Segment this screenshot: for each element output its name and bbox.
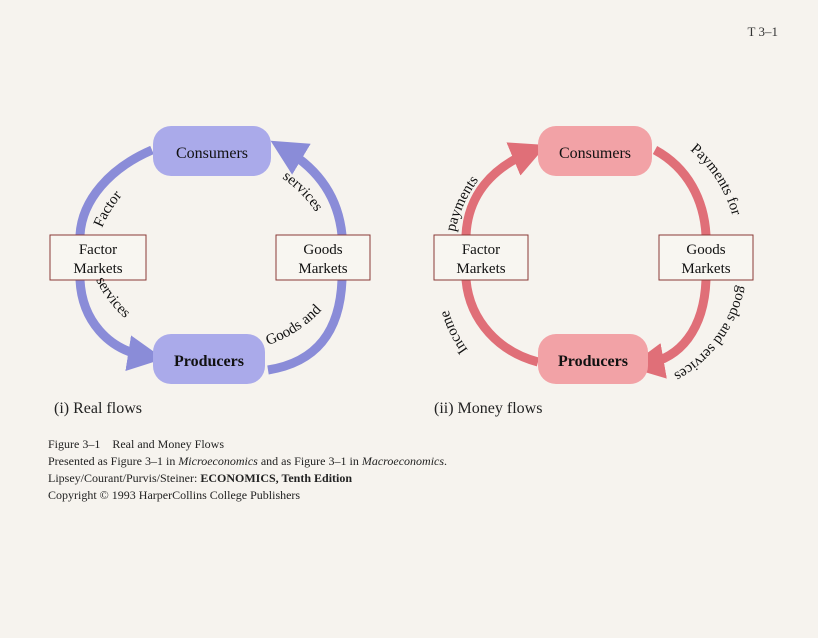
presented-prefix: Presented as Figure 3–1 in xyxy=(48,454,179,468)
money-arc-label-payments-for: Payments for xyxy=(687,141,744,217)
real-goods-markets-line2: Markets xyxy=(298,261,347,277)
authors-line: Lipsey/Courant/Purvis/Steiner: ECONOMICS… xyxy=(48,470,447,487)
money-factor-markets-line2: Markets xyxy=(456,261,505,277)
real-producers-node xyxy=(153,334,265,384)
svg-text:services: services xyxy=(92,274,133,321)
real-consumers-node xyxy=(153,126,271,176)
money-producers-label: Producers xyxy=(558,353,628,370)
presented-line: Presented as Figure 3–1 in Microeconomic… xyxy=(48,453,447,470)
real-arc-label-services-left: services xyxy=(92,274,133,321)
money-goods-markets-box xyxy=(658,234,754,281)
micro-title: Microeconomics xyxy=(178,454,258,468)
real-flow-arc-producers-to-goods xyxy=(267,279,347,375)
real-flow-arc-factor-to-producers xyxy=(75,279,164,371)
svg-text:Income: Income xyxy=(437,308,471,357)
presented-end: . xyxy=(444,454,448,468)
real-flow-arc-goods-to-consumers xyxy=(270,140,347,236)
real-flow-arc-consumers-to-factor xyxy=(75,145,154,236)
real-flows-caption: (i) Real flows xyxy=(54,400,142,417)
real-factor-markets-box xyxy=(49,234,147,281)
money-arc-label-income: Income xyxy=(437,308,471,357)
money-factor-markets-box xyxy=(433,234,529,281)
money-factor-markets-line1: Factor xyxy=(462,242,500,258)
figure-title-line: Figure 3–1 Real and Money Flows xyxy=(48,436,447,453)
presented-mid: and as Figure 3–1 in xyxy=(257,454,362,468)
real-producers-label: Producers xyxy=(174,353,244,370)
money-flows-caption: (ii) Money flows xyxy=(434,400,543,417)
svg-text:goods and services: goods and services xyxy=(671,284,750,384)
macro-title: Macroeconomics xyxy=(361,454,445,468)
money-flow-arc-producers-to-factor xyxy=(461,279,540,367)
svg-text:Payments for: Payments for xyxy=(687,141,744,217)
money-consumers-node xyxy=(538,126,652,176)
authors: Lipsey/Courant/Purvis/Steiner: xyxy=(48,471,201,485)
svg-text:Goods and: Goods and xyxy=(264,301,325,348)
money-flow-arc-goods-to-producers xyxy=(628,279,711,379)
money-flows-diagram: Consumers Producers Factor Markets Goods… xyxy=(433,126,754,384)
money-goods-markets-line2: Markets xyxy=(681,261,730,277)
money-producers-node xyxy=(538,334,648,384)
real-consumers-label: Consumers xyxy=(176,145,248,162)
real-factor-markets-line2: Markets xyxy=(73,261,122,277)
figure-label: Figure 3–1 xyxy=(48,437,101,451)
money-consumers-label: Consumers xyxy=(559,145,631,162)
money-arc-label-goods-and-services: goods and services xyxy=(671,284,750,384)
real-arc-label-goods-and: Goods and xyxy=(264,301,325,348)
real-flows-diagram: Consumers Producers Factor Markets Goods… xyxy=(49,126,371,384)
money-flow-arc-consumers-to-goods xyxy=(652,146,711,236)
copyright-line: Copyright © 1993 HarperCollins College P… xyxy=(48,488,301,502)
figure-notes: Figure 3–1 Real and Money Flows Presente… xyxy=(48,436,447,504)
book-title: ECONOMICS, Tenth Edition xyxy=(200,471,353,485)
page-label: T 3–1 xyxy=(747,24,778,39)
figure-title: Real and Money Flows xyxy=(112,437,224,451)
real-goods-markets-line1: Goods xyxy=(303,242,342,258)
real-factor-markets-line1: Factor xyxy=(79,242,117,258)
money-goods-markets-line1: Goods xyxy=(686,242,725,258)
money-flow-arc-factor-to-consumers xyxy=(461,142,547,236)
real-goods-markets-box xyxy=(275,234,371,281)
